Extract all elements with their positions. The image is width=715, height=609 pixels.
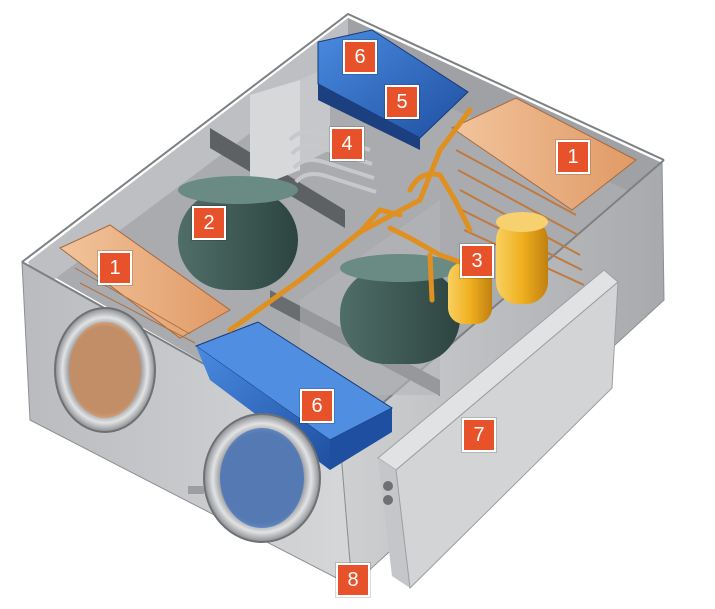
callout-2: 2	[192, 206, 226, 240]
callout-8: 8	[336, 563, 370, 597]
callout-1-left: 1	[98, 251, 132, 285]
callout-5: 5	[385, 85, 419, 119]
callout-6-bottom: 6	[300, 389, 334, 423]
back-wall-left	[28, 18, 348, 290]
compressor	[448, 212, 548, 324]
callout-3: 3	[460, 244, 494, 278]
refrigerant-piping	[227, 107, 473, 333]
control-box	[377, 269, 619, 590]
drain-nozzle	[188, 486, 204, 494]
duct-collar-right	[203, 413, 321, 543]
callout-4: 4	[330, 127, 364, 161]
coil-tubes	[288, 130, 377, 194]
callout-1-right: 1	[556, 140, 590, 174]
callout-6-top: 6	[343, 40, 377, 74]
fan-right	[340, 254, 460, 364]
duct-collar-left	[54, 307, 156, 433]
callout-7: 7	[462, 418, 496, 452]
